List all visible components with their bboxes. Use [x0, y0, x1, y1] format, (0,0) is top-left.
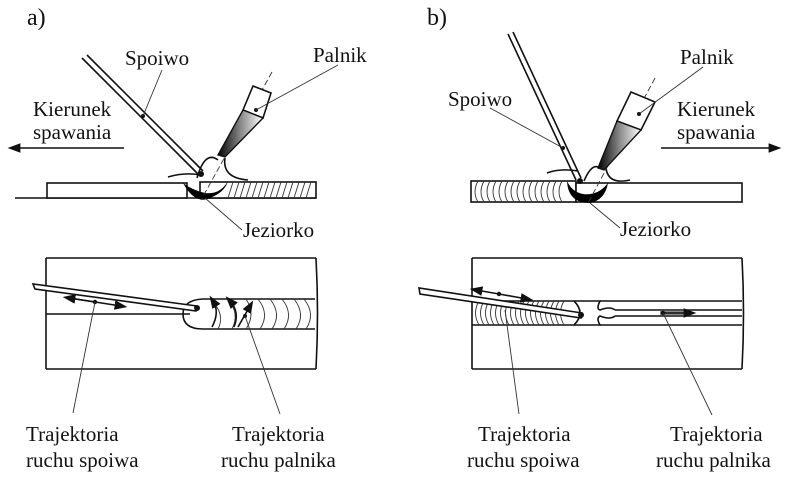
flame-right	[223, 157, 249, 181]
filler-label: Spoiwo	[448, 87, 512, 111]
panel-b-top-view: Trajektoria ruchu spoiwa Trajektoria ruc…	[418, 257, 772, 472]
filler-traj-leader	[72, 301, 96, 414]
direction-label-line1: Kierunek	[33, 97, 112, 121]
flame-left	[167, 173, 201, 178]
torch	[200, 71, 273, 201]
weld-bead	[199, 181, 317, 199]
panel-b: b)	[418, 5, 782, 472]
filler-leader	[489, 107, 564, 149]
pool-label: Jeziorko	[243, 218, 314, 242]
filler-traj-leader	[504, 309, 520, 415]
flame-right	[605, 167, 631, 182]
unwelded-plate	[46, 182, 188, 199]
torch-trajectory-arrows	[209, 295, 254, 328]
bead-hatching	[474, 180, 563, 203]
direction-label-line2: spawania	[677, 120, 756, 144]
panel-a-side-view: Kierunek spawania Spoiwo Palnik Jeziorko	[7, 43, 367, 242]
filler-rod-top	[31, 283, 200, 312]
weld-bead-top	[182, 298, 315, 330]
filler-rod-top	[418, 286, 584, 319]
torch-leader	[255, 64, 339, 111]
torch-trajectory-arrows	[660, 308, 697, 318]
flame-cone	[583, 165, 601, 182]
torch-leader	[638, 66, 704, 115]
torch-traj-leader	[662, 312, 713, 416]
filler-rod	[81, 54, 204, 177]
filler-traj-label-line1: Trajektoria	[26, 422, 119, 446]
panel-a: a)	[7, 5, 367, 472]
filler-leader	[142, 69, 163, 117]
keyhole	[574, 300, 616, 326]
panel-a-tag: a)	[27, 5, 46, 31]
torch-traj-label-line1: Trajektoria	[232, 422, 325, 446]
panel-b-tag: b)	[427, 5, 447, 31]
panel-b-side-view: Kierunek spawania Spoiwo Palnik Jeziorko	[448, 31, 782, 241]
flame-left	[546, 169, 579, 174]
pool-label: Jeziorko	[620, 217, 691, 241]
filler-traj-label-line2: ruchu spoiwa	[26, 448, 139, 472]
torch	[587, 77, 657, 204]
torch-traj-leader	[244, 315, 281, 415]
filler-rod	[507, 31, 583, 184]
weld-pool	[567, 181, 608, 203]
filler-label: Spoiwo	[125, 46, 189, 70]
torch-label: Palnik	[680, 45, 734, 69]
direction-label-line1: Kierunek	[677, 97, 756, 121]
direction-label-line2: spawania	[33, 120, 112, 144]
filler-traj-label-line2: ruchu spoiwa	[467, 448, 580, 472]
filler-traj-label-line1: Trajektoria	[478, 422, 571, 446]
pool-leader	[589, 202, 621, 229]
pool-leader	[204, 197, 243, 231]
torch-traj-label-line1: Trajektoria	[670, 422, 763, 446]
bead-ripples	[209, 298, 311, 330]
torch-traj-label-line2: ruchu palnika	[656, 448, 772, 472]
torch-label: Palnik	[313, 43, 367, 67]
weld-pool	[183, 181, 228, 200]
torch-traj-label-line2: ruchu palnika	[221, 448, 337, 472]
panel-a-top-view: Trajektoria ruchu spoiwa Trajektoria ruc…	[26, 257, 337, 472]
